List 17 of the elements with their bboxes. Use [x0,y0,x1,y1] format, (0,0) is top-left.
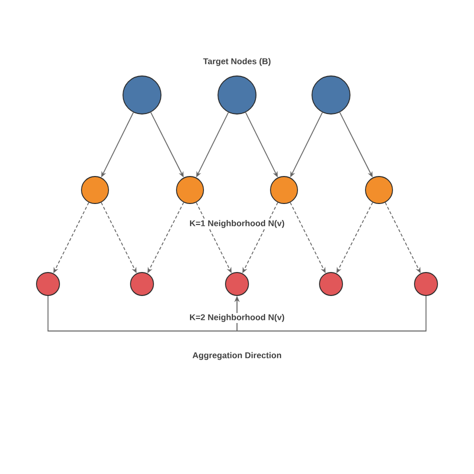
node-circle [225,272,249,296]
node-circle [122,76,162,114]
node-circle [218,76,256,114]
node-circle [130,272,154,296]
diagram-label: Target Nodes (B) [203,58,270,66]
diagram-label: K=2 Neighborhood N(v) [190,314,284,322]
arrow [234,296,426,332]
node-circle [270,176,298,204]
diagram-label: K=1 Neighborhood N(v) [190,220,284,228]
node-circle [81,176,109,204]
node-circle [176,176,204,204]
node-circle [36,272,60,296]
node-circle [365,176,393,204]
node-circle [319,272,343,296]
node-circle [312,76,350,114]
diagram-label: Aggregation Direction [192,352,282,360]
node-circle [414,272,438,296]
